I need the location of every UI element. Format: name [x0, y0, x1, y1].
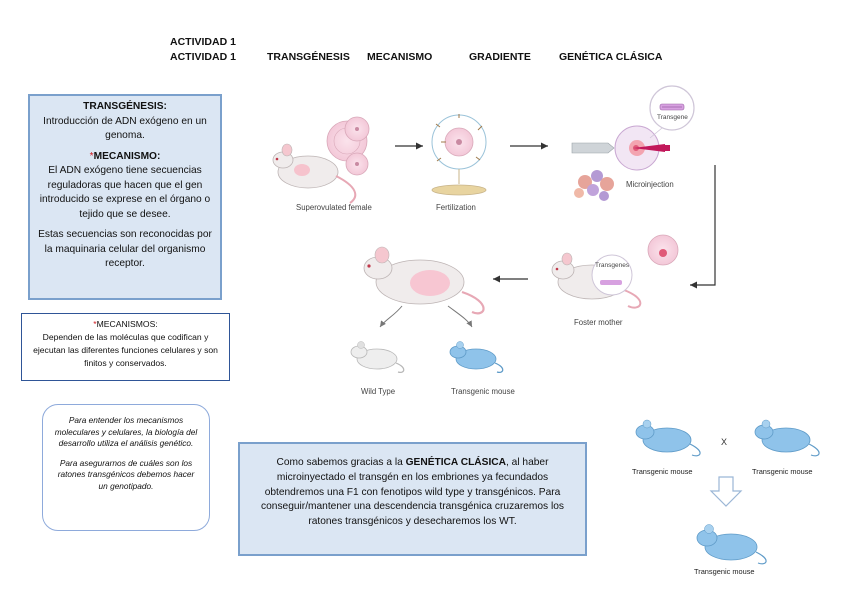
genetic-analysis-paragraph-1: Para entender los mecanismos moleculares… [54, 415, 198, 448]
transgenic-mouse-offspring [449, 341, 504, 373]
mecanismos-title: MECANISMOS: [96, 319, 158, 329]
genetic-analysis-paragraph-2: Para asegurarnos de cuáles son los raton… [57, 457, 195, 491]
cross-left-label: Transgenic mouse [632, 467, 693, 476]
star-mark: * [89, 150, 94, 162]
cross-x-symbol: X [721, 437, 728, 447]
transgenes-label: Transgenes [595, 262, 630, 269]
classical-genetics-box: Como sabemos gracias a la GENÉTICA CLÁSI… [238, 442, 587, 556]
foster-mother-label: Foster mother [574, 318, 623, 327]
arrow-to-foster-mother [690, 165, 716, 289]
activity-title-1: ACTIVIDAD 1 [170, 36, 236, 48]
classical-genetics-text-after: , al haber microinyectado el transgén en… [261, 457, 564, 528]
superovulated-female-mouse [272, 143, 357, 204]
egg-cells [326, 116, 370, 176]
tab-mecanismo[interactable]: MECANISMO [367, 51, 433, 63]
cross-offspring [696, 524, 767, 565]
mecanismo-text: El ADN exógeno tiene secuencias regulado… [39, 165, 211, 220]
embryo-cluster [574, 170, 614, 201]
arrow-to-wild-type [379, 305, 403, 328]
genetic-analysis-box: Para entender los mecanismos moleculares… [42, 404, 210, 531]
transgenesis-definition: Introducción de ADN exógeno en un genoma… [43, 115, 207, 142]
wild-type-label: Wild Type [361, 387, 396, 396]
transgenic-mouse-label: Transgenic mouse [451, 387, 515, 396]
arrow-to-transgenic [447, 305, 473, 328]
cross-parent-left [635, 419, 701, 457]
wild-type-mouse [350, 341, 405, 373]
fertilization-dish [431, 114, 487, 196]
tab-transgenesis[interactable]: TRANSGÉNESIS [267, 51, 350, 63]
recognition-text: Estas secuencias son reconocidas por la … [38, 229, 212, 269]
foster-mother-mouse [551, 234, 679, 309]
activity-title-2: ACTIVIDAD 1 [170, 51, 236, 63]
transgenesis-box: TRANSGÉNESIS: Introducción de ADN exógen… [28, 94, 222, 300]
transgenesis-title: TRANSGÉNESIS: [83, 101, 167, 112]
mecanismos-box: *MECANISMOS: Dependen de las moléculas q… [21, 313, 230, 381]
classical-genetics-text-before: Como sabemos gracias a la [276, 457, 406, 468]
mecanismos-text: Dependen de las moléculas que codifican … [33, 332, 218, 368]
microinjection-setup [571, 85, 695, 171]
transgene-label: Transgene [657, 114, 688, 121]
tab-genetica-clasica[interactable]: GENÉTICA CLÁSICA [559, 51, 663, 63]
mecanismo-title: MECANISMO: [93, 150, 161, 162]
cross-parent-right [754, 419, 820, 457]
pregnant-mouse [363, 246, 485, 315]
microinjection-label: Microinjection [626, 180, 674, 189]
fertilization-label: Fertilization [436, 203, 476, 212]
superovulated-female-label: Superovulated female [296, 203, 372, 212]
down-arrow-icon [709, 476, 743, 507]
classical-genetics-term: GENÉTICA CLÁSICA [405, 457, 506, 468]
cross-offspring-label: Transgenic mouse [694, 567, 755, 576]
cross-right-label: Transgenic mouse [752, 467, 813, 476]
star-mark: * [93, 319, 97, 329]
tab-gradiente[interactable]: GRADIENTE [469, 51, 531, 63]
